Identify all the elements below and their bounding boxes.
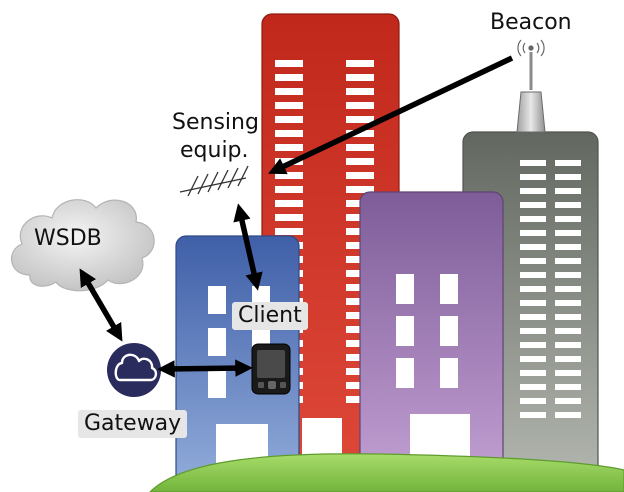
beacon-label: Beacon — [490, 10, 572, 35]
window-strip — [346, 130, 374, 137]
beacon-antenna-icon — [517, 39, 545, 57]
window-strip — [346, 186, 374, 193]
window-strip — [346, 102, 374, 109]
window-strip — [555, 216, 581, 222]
window-strip — [520, 216, 546, 222]
window-strip — [520, 342, 546, 348]
window-strip — [555, 328, 581, 334]
client-label: Client — [232, 302, 308, 330]
window-strip — [555, 244, 581, 250]
window-strip — [346, 60, 374, 67]
window-strip — [520, 258, 546, 264]
window-strip — [346, 158, 374, 165]
window-strip — [275, 186, 303, 193]
window-strip — [346, 116, 374, 123]
window-strip — [555, 286, 581, 292]
beacon-tower — [516, 52, 546, 133]
window-strip — [275, 214, 303, 221]
window-strip — [555, 412, 581, 418]
window-strip — [555, 188, 581, 194]
window-strip — [555, 272, 581, 278]
window-strip — [555, 370, 581, 376]
window-strip — [520, 174, 546, 180]
gateway-label: Gateway — [78, 410, 188, 438]
window-strip — [520, 160, 546, 166]
window-strip — [520, 356, 546, 362]
window-strip — [275, 88, 303, 95]
sensing-label-line2: equip. — [180, 138, 249, 163]
window-strip — [520, 286, 546, 292]
window-strip — [275, 74, 303, 81]
window-strip — [275, 60, 303, 67]
window-strip — [520, 412, 546, 418]
window-strip — [520, 272, 546, 278]
window-strip — [520, 370, 546, 376]
cloud-icon — [10, 199, 155, 292]
window-strip — [346, 144, 374, 151]
pda-device-icon — [251, 343, 291, 395]
window-strip — [520, 314, 546, 320]
window-strip — [555, 160, 581, 166]
window-strip — [555, 314, 581, 320]
window-strip — [555, 202, 581, 208]
window-strip — [275, 144, 303, 151]
window-strip — [346, 88, 374, 95]
window-strip — [520, 300, 546, 306]
wsdb-gateway-arrow — [79, 268, 123, 342]
grass-hill — [149, 453, 624, 492]
window-strip — [555, 384, 581, 390]
window-strip — [520, 384, 546, 390]
window-strip — [555, 258, 581, 264]
window-strip — [555, 300, 581, 306]
window-strip — [555, 398, 581, 404]
window-strip — [275, 172, 303, 179]
window-strip — [520, 328, 546, 334]
window-strip — [555, 230, 581, 236]
sensing-client-arrow — [233, 203, 263, 291]
window-strip — [520, 202, 546, 208]
window-strip — [275, 102, 303, 109]
beacon-to-sensing-arrow — [268, 55, 514, 175]
window-strip — [275, 130, 303, 137]
window-strip — [520, 230, 546, 236]
window-strip — [275, 116, 303, 123]
window-strip — [275, 200, 303, 207]
sensing-antenna-icon — [179, 165, 249, 197]
window-strip — [555, 174, 581, 180]
window-strip — [520, 398, 546, 404]
window-strip — [275, 228, 303, 235]
window-strip — [555, 342, 581, 348]
window-strip — [520, 244, 546, 250]
wsdb-label: WSDB — [34, 226, 102, 251]
window-strip — [346, 172, 374, 179]
window-strip — [346, 74, 374, 81]
window-strip — [520, 188, 546, 194]
gateway-icon — [107, 343, 161, 397]
gateway-client-arrow — [157, 359, 253, 378]
purple-building — [359, 191, 504, 492]
sensing-label-line1: Sensing — [172, 110, 259, 135]
window-strip — [555, 356, 581, 362]
